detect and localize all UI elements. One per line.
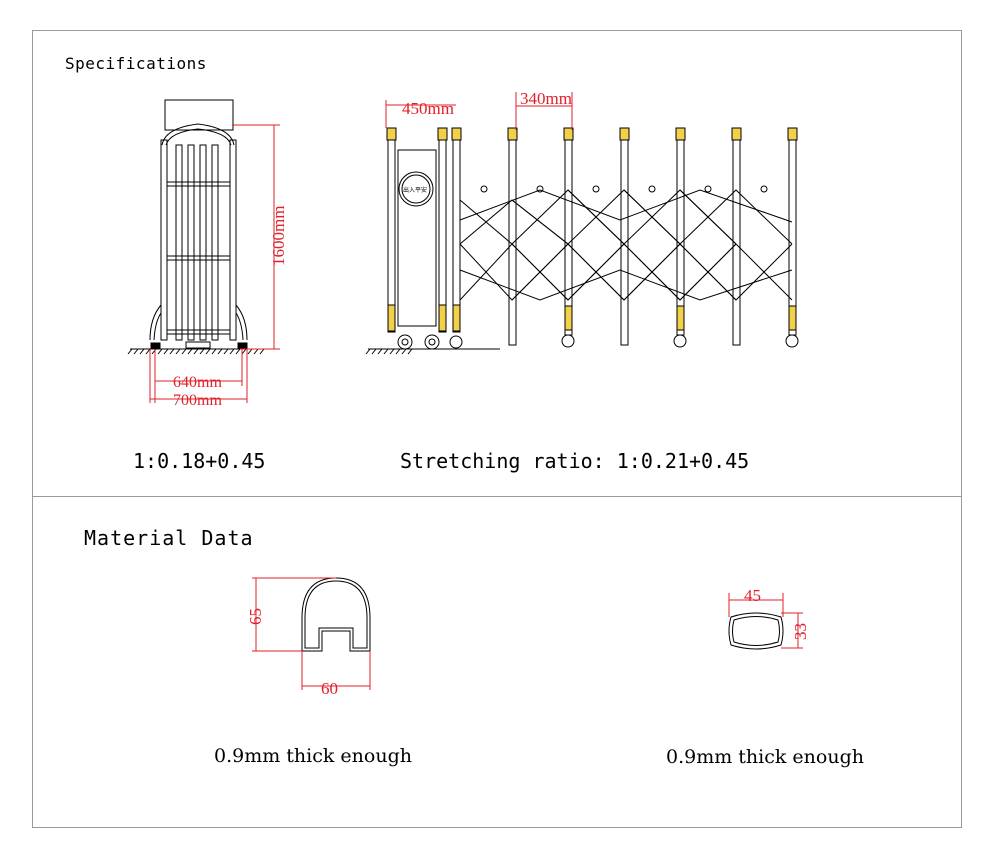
height-dimension-label: 1600mm — [269, 206, 288, 266]
profile-a-height-label: 65 — [246, 608, 265, 625]
section-divider — [32, 496, 962, 497]
profile-b-dimensions — [728, 593, 803, 649]
profile-a-drawing — [301, 577, 371, 652]
folding-posts — [507, 127, 799, 348]
material-data-title: Material Data — [84, 526, 254, 550]
post-spacing-dimension-label: 340mm — [520, 89, 572, 108]
stretching-ratio-caption: Stretching ratio: 1:0.21+0.45 — [400, 449, 750, 473]
profile-b-drawing — [728, 612, 784, 650]
specifications-title: Specifications — [65, 54, 207, 73]
front-view-drawing — [127, 99, 265, 355]
profile-b-height-label: 33 — [791, 623, 810, 640]
profile-a-width-label: 60 — [321, 679, 338, 698]
head-width-dimension-label: 450mm — [402, 99, 454, 118]
profile-a-dimensions — [252, 577, 371, 690]
profile-a-note: 0.9mm thick enough — [214, 745, 412, 767]
inner-width-dimension-label: 640mm — [173, 374, 222, 391]
front-view-dimensions — [149, 124, 280, 403]
front-ratio-caption: 1:0.18+0.45 — [133, 449, 266, 473]
side-view-dimensions — [385, 92, 573, 130]
profile-b-width-label: 45 — [744, 586, 761, 605]
profile-b-note: 0.9mm thick enough — [666, 746, 864, 768]
scissor-lattice — [459, 185, 793, 301]
head-sign-text: 出入平安 — [403, 186, 427, 194]
outer-width-dimension-label: 700mm — [173, 392, 222, 409]
side-view-drawing — [365, 127, 799, 355]
outer-frame — [32, 30, 962, 828]
